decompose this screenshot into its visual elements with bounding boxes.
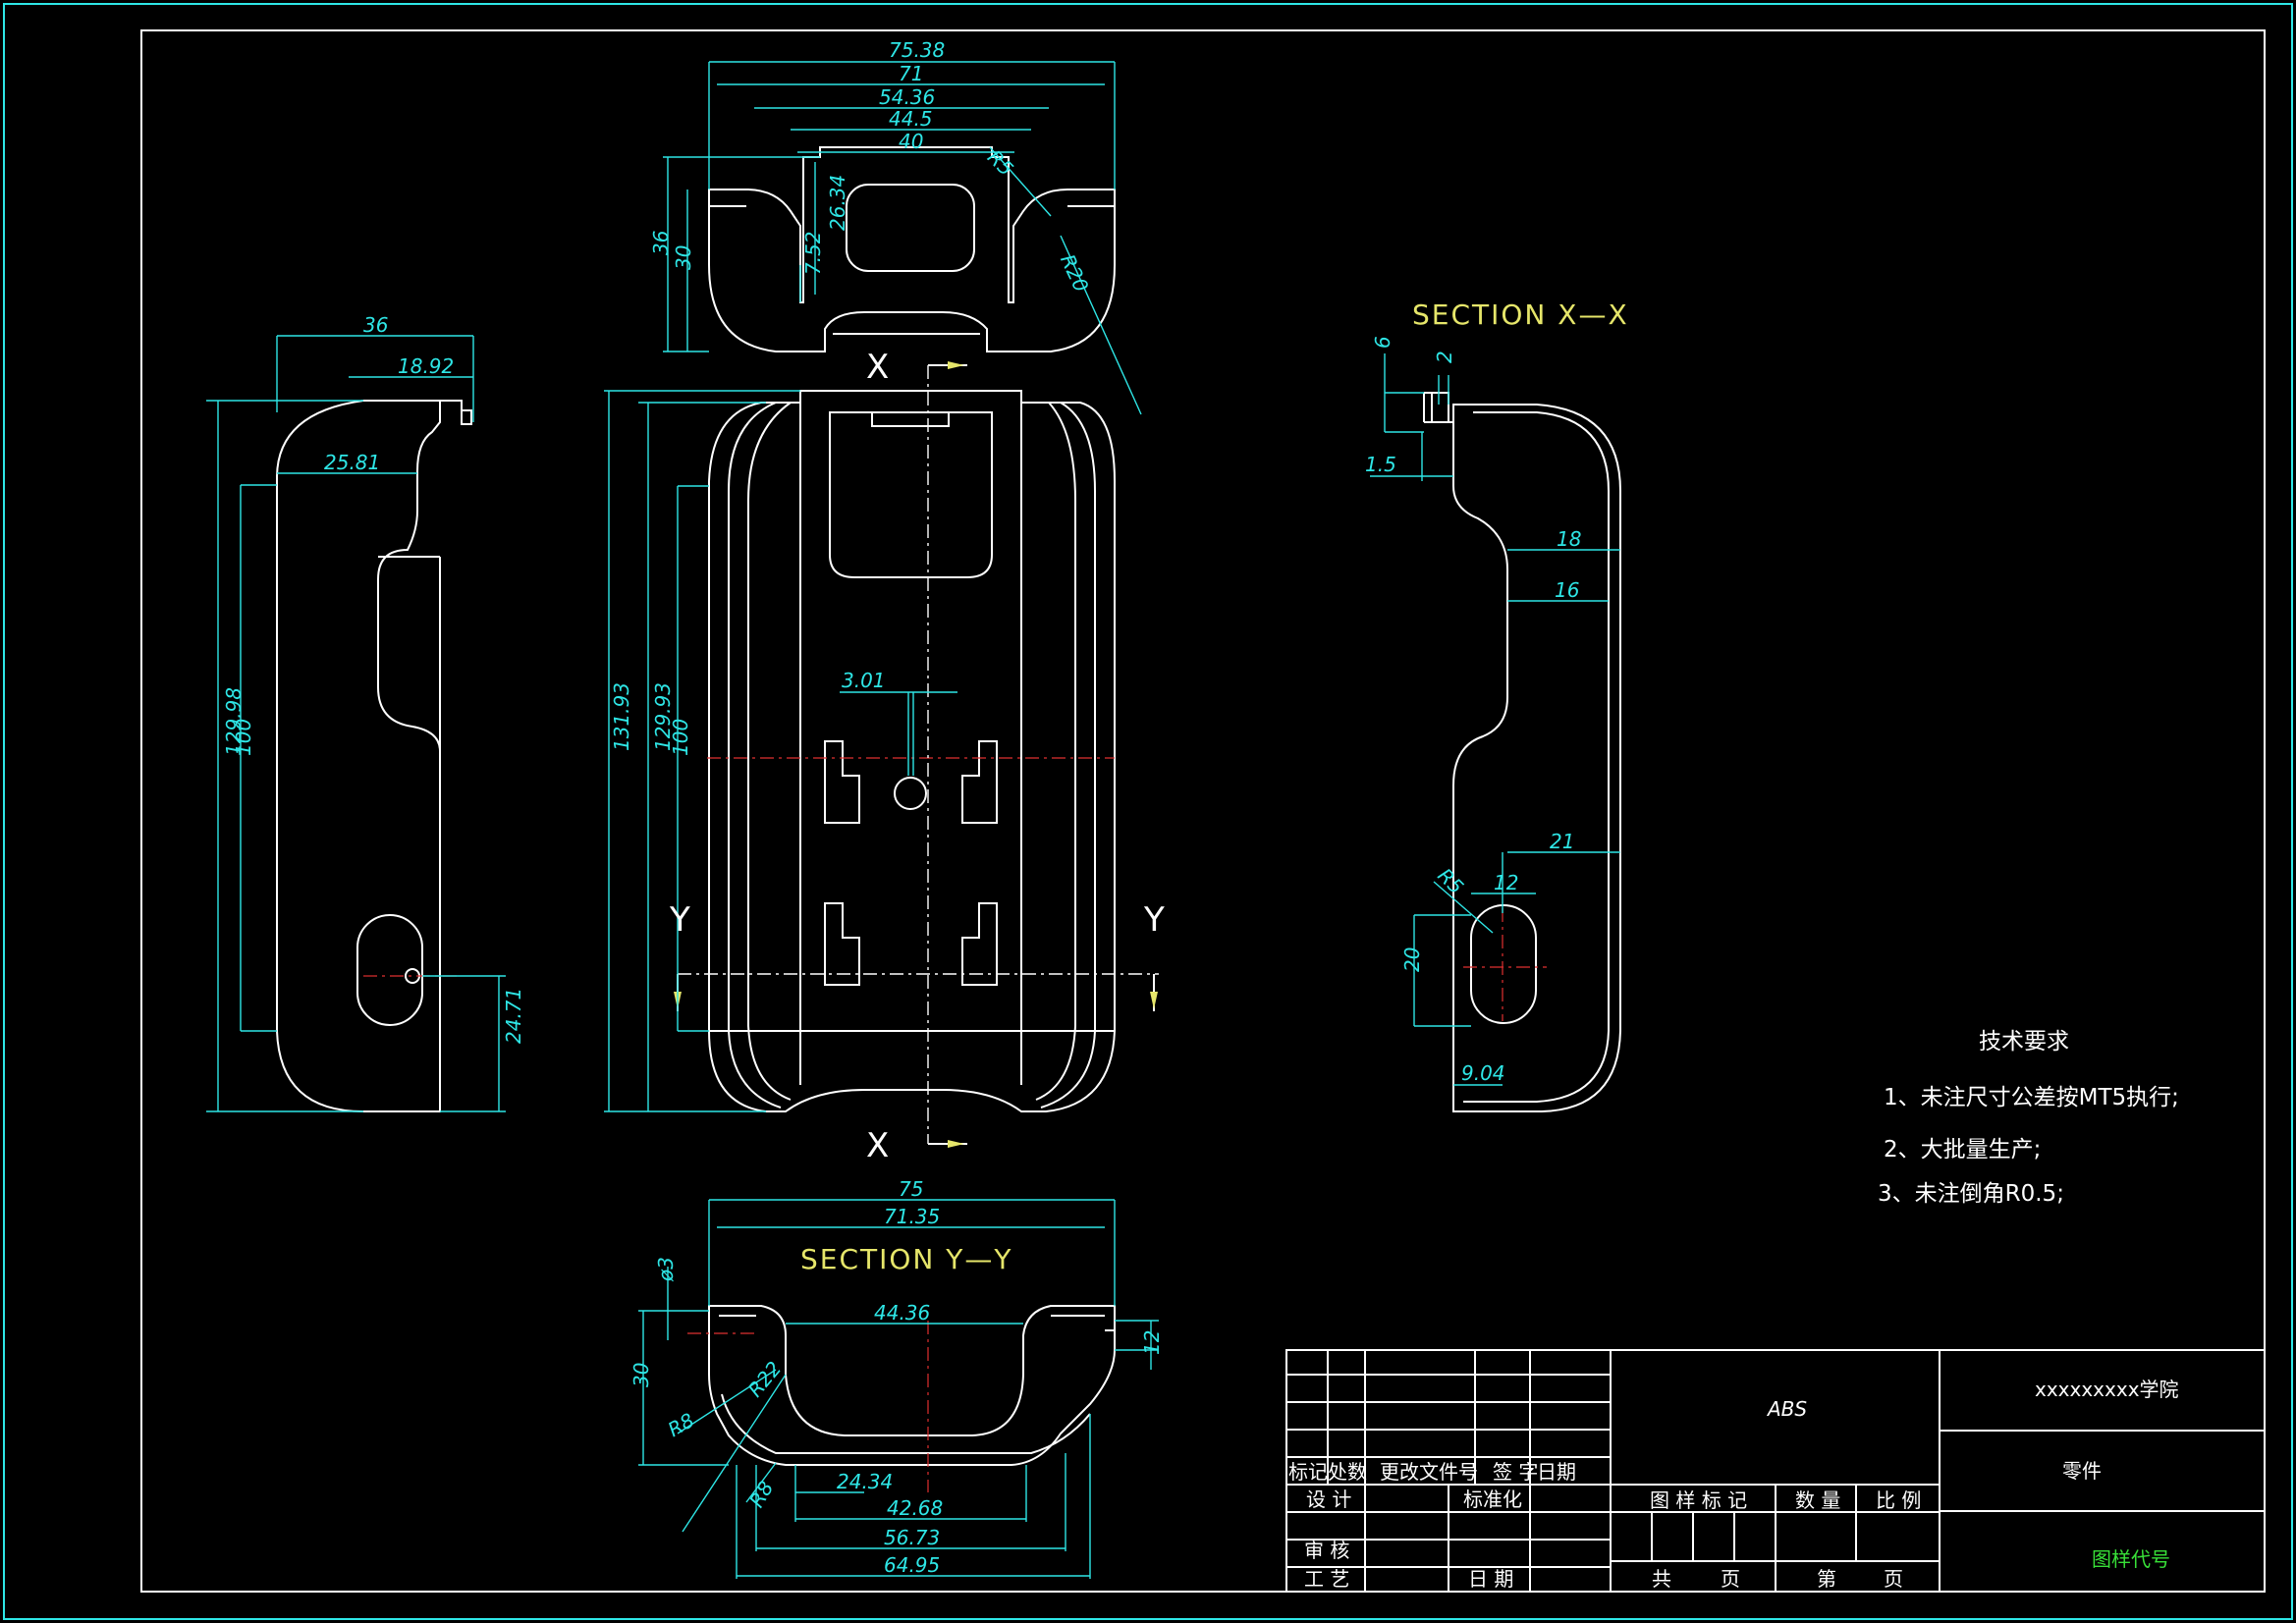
tb-design: 设 计 [1306,1488,1351,1511]
tb-part: 零件 [2062,1459,2102,1483]
note-1: 1、未注尺寸公差按MT5执行; [1884,1085,2179,1110]
note-2: 2、大批量生产; [1884,1137,2041,1163]
tb-sheet: 第 [1817,1567,1836,1591]
dim-r8-b: R8 [744,1477,778,1511]
left-view: 36 18.92 25.81 129.98 100 24.71 [206,313,525,1112]
dim-7-52: 7.52 [801,231,825,275]
tb-date: 日 期 [1468,1567,1513,1591]
dim-30-bottom: 30 [629,1363,653,1387]
tb-total: 共 [1652,1567,1671,1591]
section-xx-title: SECTION X—X [1412,298,1629,331]
dim-64-95: 64.95 [884,1553,940,1577]
dim-75: 75 [899,1177,923,1201]
dim-18-92: 18.92 [398,354,454,378]
dim-21: 21 [1550,830,1574,853]
dim-25-81: 25.81 [324,451,380,474]
dim-9-04: 9.04 [1461,1061,1505,1085]
dim-100-center: 100 [669,719,692,756]
section-yy-title: SECTION Y—Y [800,1243,1012,1275]
notes-title: 技术要求 [1979,1029,2069,1055]
tb-drawing-mark: 图 样 标 记 [1650,1488,1747,1512]
technical-notes: 技术要求 1、未注尺寸公差按MT5执行; 2、大批量生产; 3、未注倒角R0.5… [1878,1029,2179,1207]
dim-24-34: 24.34 [837,1470,893,1493]
dim-42-68: 42.68 [887,1496,943,1520]
top-view: 75.38 71 54.36 44.5 40 R5 R20 36 30 26.3… [649,38,1142,415]
cut-label-x-top: X [866,348,889,387]
tb-quantity: 数 量 [1795,1488,1840,1512]
tb-material: ABS [1766,1397,1807,1421]
tb-mark: 标记 [1288,1460,1328,1484]
dim-r22: R22 [743,1357,787,1402]
drawing-border [140,29,2266,1593]
tb-standard: 标准化 [1463,1488,1522,1511]
dim-12-right: 12 [1494,871,1518,894]
dim-56-73: 56.73 [884,1526,940,1549]
tb-change: 更改文件号 [1380,1460,1478,1484]
dim-36-top: 36 [649,231,673,255]
dim-36-left: 36 [363,313,388,337]
dim-71: 71 [899,62,923,85]
tb-school: xxxxxxxxx学院 [2035,1378,2179,1401]
tb-sign: 签 字 [1493,1460,1538,1484]
cut-label-y-left: Y [669,900,690,940]
dim-44-5: 44.5 [889,107,933,131]
bottom-view-section-yy: SECTION Y—Y 75 71.35 ø3 [629,1177,1164,1579]
dim-18: 18 [1557,527,1581,551]
title-block: 标记 处数 更改文件号 签 字 日期 设 计 标准化 审 核 工 艺 日 期 A… [1285,1349,2266,1593]
dim-44-36: 44.36 [874,1301,930,1325]
dim-129-98-left: 129.98 [222,687,246,756]
dim-131-93: 131.93 [610,682,633,751]
tb-page2: 页 [1884,1567,1903,1591]
dim-40: 40 [899,130,923,153]
tb-date-col: 日期 [1537,1460,1576,1484]
note-3: 3、未注倒角R0.5; [1878,1181,2064,1207]
dim-16: 16 [1555,578,1579,602]
dim-r5-right: R5 [1433,863,1468,898]
dim-24-71: 24.71 [502,988,525,1044]
dim-129-93: 129.93 [651,682,675,751]
dim-30-top: 30 [672,245,695,270]
tb-scale: 比 例 [1876,1488,1921,1512]
dim-r20: R20 [1056,250,1093,296]
dim-r8-a: R8 [664,1408,698,1441]
dim-75-38: 75.38 [889,38,945,62]
dim-2: 2 [1433,351,1456,363]
outer-frame [3,3,2293,1620]
dim-54-36: 54.36 [879,85,935,109]
tb-page: 页 [1721,1567,1740,1591]
tb-process: 工 艺 [1304,1567,1349,1591]
dim-6: 6 [1371,336,1394,349]
dim-dia-3: ø3 [654,1257,678,1282]
dim-100-left: 100 [232,719,255,756]
right-view-section-xx: SECTION X—X 6 2 1.5 18 16 21 12 R5 [1365,298,1629,1112]
cut-label-x-bottom: X [866,1126,889,1165]
center-view: 131.93 129.93 100 3.01 X X Y Y [604,348,1165,1165]
dim-71-35: 71.35 [884,1205,940,1228]
dim-1-5: 1.5 [1365,453,1396,476]
dim-20: 20 [1400,947,1424,972]
dim-26-34: 26.34 [826,175,849,231]
dim-3-01: 3.01 [842,669,886,692]
tb-count: 处数 [1328,1460,1367,1484]
dim-12-bottom: 12 [1140,1330,1164,1355]
cut-label-y-right: Y [1143,900,1165,940]
tb-drawing-no: 图样代号 [2092,1547,2170,1571]
dim-r5-top: R5 [983,145,1018,181]
tb-review: 审 核 [1304,1539,1349,1562]
